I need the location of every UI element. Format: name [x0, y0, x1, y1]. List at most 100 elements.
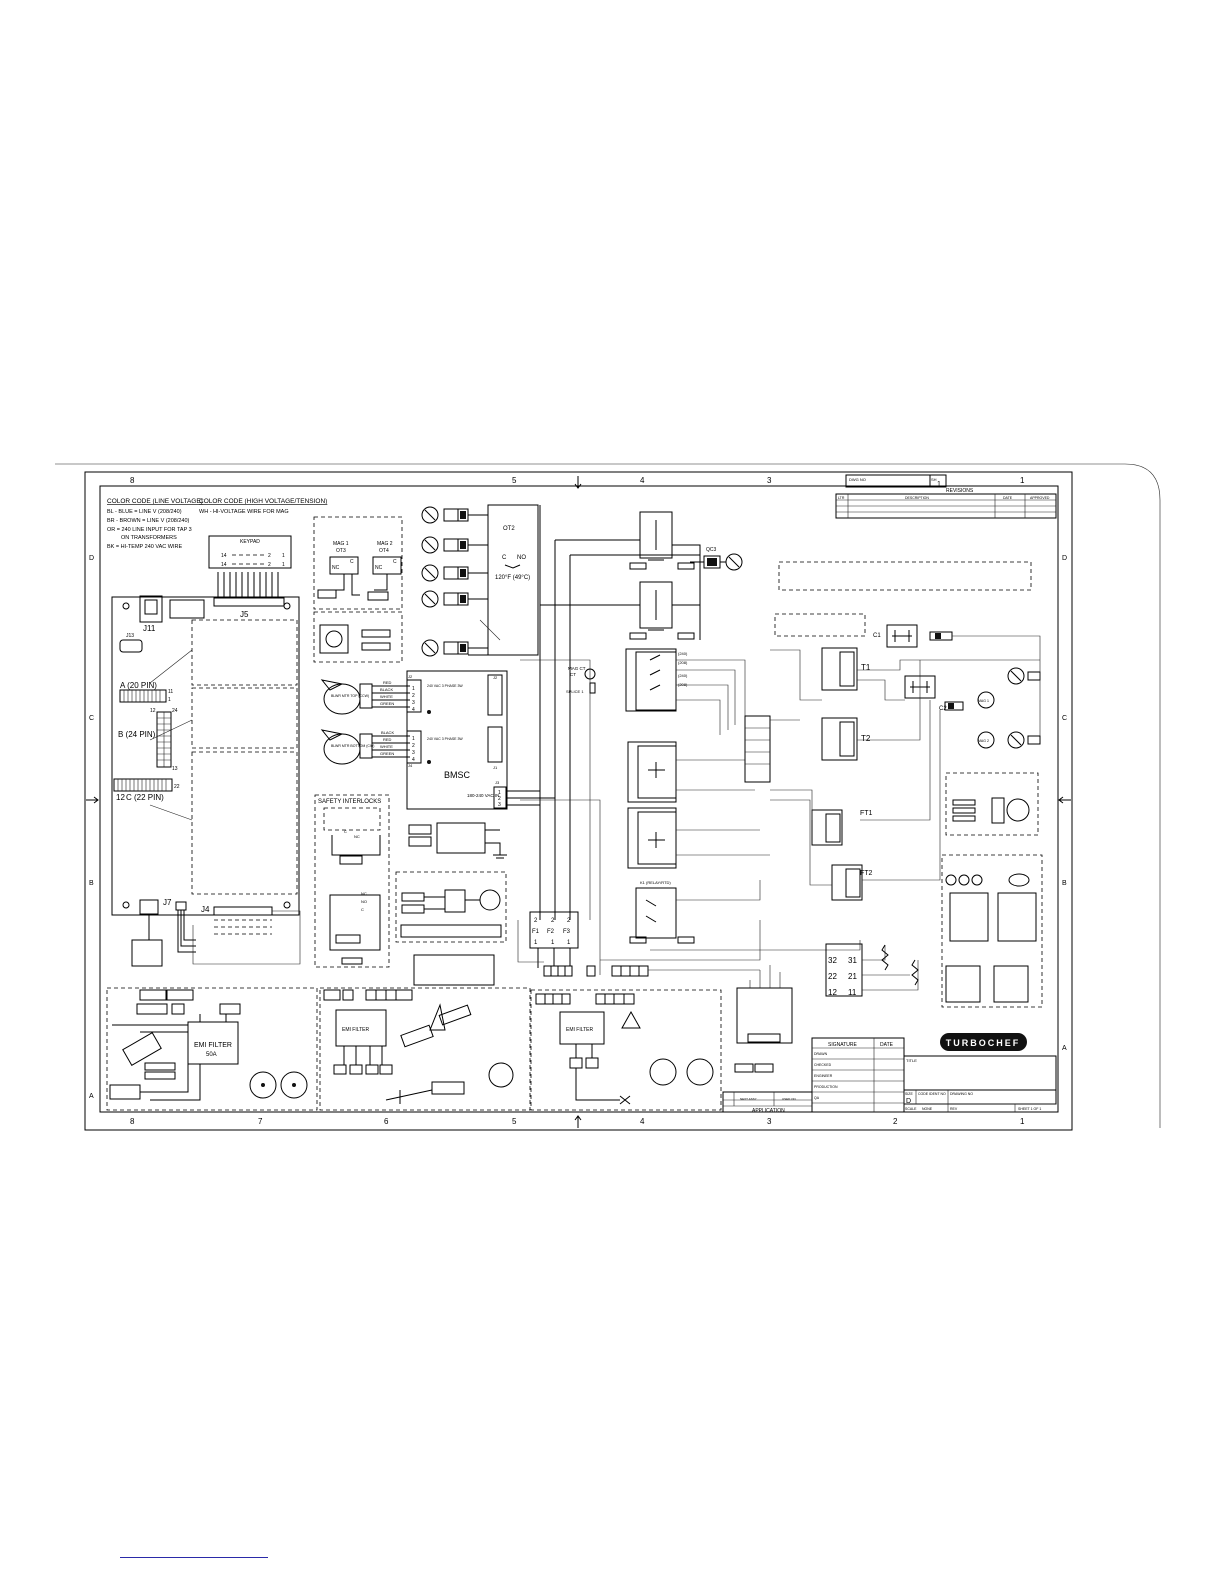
bmsc-board: 1 2 3 4 1 2 3 4 J2 J4 J2 J1 BMSC J3 1 2 …	[406, 670, 555, 810]
svg-text:32: 32	[828, 956, 837, 965]
blower-top: BLWR MTR TOP (CCW) RED BLACK WHITE GREEN…	[320, 679, 463, 715]
svg-text:21: 21	[848, 972, 857, 981]
svg-text:NC: NC	[375, 565, 383, 571]
svg-text:2: 2	[268, 553, 271, 559]
svg-text:1: 1	[498, 790, 501, 796]
svg-text:4: 4	[412, 757, 415, 763]
svg-text:OT3: OT3	[336, 548, 346, 554]
svg-text:180-240 VAC IN: 180-240 VAC IN	[467, 793, 499, 798]
svg-text:3: 3	[767, 1117, 772, 1126]
svg-text:3: 3	[412, 750, 415, 756]
svg-text:QC3: QC3	[706, 547, 717, 553]
svg-text:C: C	[350, 559, 354, 565]
svg-text:3: 3	[767, 476, 772, 485]
svg-text:C: C	[361, 907, 364, 912]
svg-text:A (20 PIN): A (20 PIN)	[120, 681, 157, 690]
footer-link-underline	[120, 1557, 268, 1558]
right-components: C1 C2 T1 T2 FT1 FT2 MAG 1 MAG 2	[734, 561, 1043, 1073]
svg-text:T1: T1	[861, 663, 871, 672]
svg-text:31: 31	[848, 956, 857, 965]
svg-text:120°F (49°C): 120°F (49°C)	[495, 575, 530, 581]
svg-text:J7: J7	[163, 898, 172, 907]
svg-text:1: 1	[937, 481, 941, 488]
mag-thermostats: MAG 1 OT3 MAG 2 OT4 NC C NC C	[313, 516, 403, 663]
svg-text:SIZE: SIZE	[905, 1092, 913, 1096]
svg-text:NC: NC	[332, 565, 340, 571]
svg-text:14: 14	[221, 553, 227, 559]
svg-text:2: 2	[534, 918, 538, 924]
svg-text:REVISIONS: REVISIONS	[946, 488, 974, 494]
svg-text:BLWR MTR TOP (CCW): BLWR MTR TOP (CCW)	[331, 694, 369, 698]
svg-text:3: 3	[498, 802, 501, 808]
svg-text:EMI FILTER: EMI FILTER	[342, 1027, 370, 1033]
svg-text:BK = HI-TEMP 240 VAC WIRE: BK = HI-TEMP 240 VAC WIRE	[107, 544, 182, 550]
svg-text:C: C	[1062, 715, 1067, 722]
svg-text:COLOR CODE (HIGH VOLTAGE/TENSI: COLOR CODE (HIGH VOLTAGE/TENSION)	[199, 498, 327, 505]
svg-text:2: 2	[567, 918, 571, 924]
svg-text:GREEN: GREEN	[380, 701, 394, 706]
svg-text:NO: NO	[361, 899, 367, 904]
svg-text:240 VAC 3 PHASE 3W: 240 VAC 3 PHASE 3W	[427, 737, 463, 741]
svg-text:1: 1	[282, 562, 285, 568]
power-bus	[520, 505, 700, 975]
svg-text:MAG CT: MAG CT	[568, 666, 586, 671]
svg-text:14: 14	[221, 562, 227, 568]
svg-text:NC: NC	[361, 891, 367, 896]
svg-text:22: 22	[174, 784, 180, 790]
svg-text:1: 1	[168, 697, 171, 703]
svg-text:D: D	[89, 555, 94, 562]
svg-text:J2: J2	[408, 674, 413, 679]
svg-text:J3: J3	[495, 780, 500, 785]
svg-text:2: 2	[412, 693, 415, 699]
svg-text:OT2: OT2	[503, 526, 515, 532]
svg-text:5: 5	[512, 1117, 517, 1126]
svg-text:MAG 1: MAG 1	[333, 541, 349, 547]
svg-text:C: C	[344, 829, 347, 834]
svg-text:F1: F1	[532, 929, 540, 935]
svg-text:1: 1	[551, 940, 555, 946]
svg-text:SCALE: SCALE	[905, 1107, 917, 1111]
svg-text:1: 1	[534, 940, 538, 946]
page-edge-curve	[55, 463, 1161, 1128]
svg-text:REV: REV	[950, 1107, 958, 1111]
svg-text:C: C	[393, 559, 397, 565]
svg-text:RED: RED	[383, 737, 392, 742]
svg-text:A: A	[89, 1093, 94, 1100]
svg-text:SIGNATURE: SIGNATURE	[828, 1042, 857, 1048]
svg-text:NONE: NONE	[922, 1107, 933, 1111]
svg-text:RED: RED	[383, 680, 392, 685]
svg-text:F2: F2	[547, 929, 555, 935]
svg-text:MAG 2: MAG 2	[377, 541, 393, 547]
title-block: SIGNATURE DATE DRAWN CHECKED ENGINEER PR…	[722, 1033, 1057, 1114]
outer-frame	[84, 471, 1073, 1131]
svg-text:OR = 240 LINE INPUT FOR TAP 3: OR = 240 LINE INPUT FOR TAP 3	[107, 527, 192, 533]
svg-text:8: 8	[130, 1117, 135, 1126]
svg-text:EMI FILTER: EMI FILTER	[194, 1042, 232, 1049]
svg-text:1: 1	[1020, 1117, 1025, 1126]
svg-text:TURBOCHEF: TURBOCHEF	[946, 1038, 1021, 1048]
revisions-block: DWG NO SH 1 REVISIONS LTR DESCRIPTION DA…	[835, 474, 1057, 519]
svg-text:(240): (240)	[678, 651, 688, 656]
svg-text:SPLICE 1: SPLICE 1	[566, 689, 584, 694]
svg-text:B (24 PIN): B (24 PIN)	[118, 730, 156, 739]
svg-text:3: 3	[412, 700, 415, 706]
svg-text:SHEET 1 OF 1: SHEET 1 OF 1	[1018, 1107, 1041, 1111]
svg-text:DRAWN: DRAWN	[814, 1052, 828, 1056]
svg-text:DRAWING NO: DRAWING NO	[950, 1092, 973, 1096]
svg-text:24: 24	[172, 708, 178, 714]
svg-text:USED ON: USED ON	[782, 1097, 796, 1101]
svg-text:ENGINEER: ENGINEER	[814, 1074, 833, 1078]
svg-text:11: 11	[848, 988, 857, 997]
svg-text:A: A	[1062, 1045, 1067, 1052]
svg-text:BR - BROWN = LINE V (208/240): BR - BROWN = LINE V (208/240)	[107, 518, 190, 524]
blower-motors: BLWR MTR TOP (CCW) RED BLACK WHITE GREEN…	[320, 679, 463, 765]
svg-text:APPROVED: APPROVED	[1030, 496, 1050, 500]
svg-text:12: 12	[116, 793, 125, 802]
zone-labels: 8 5 4 3 1 8 7 6 5 4 3 2 1 D C B A D C B …	[86, 476, 1071, 1128]
svg-text:J2: J2	[493, 675, 498, 680]
svg-text:OT4: OT4	[379, 548, 389, 554]
svg-text:C (22 PIN): C (22 PIN)	[126, 793, 164, 802]
svg-text:D: D	[906, 1098, 911, 1105]
svg-text:KEYPAD: KEYPAD	[240, 539, 260, 545]
